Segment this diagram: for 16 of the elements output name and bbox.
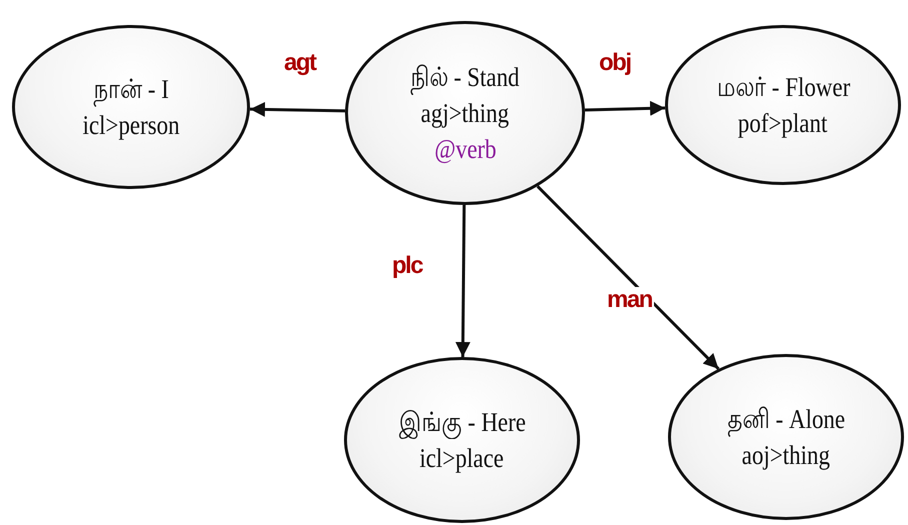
node-label: icl>place: [420, 442, 504, 475]
node-label: icl>person: [82, 109, 180, 142]
node-label: pof>plant: [738, 107, 828, 140]
arrow: [455, 204, 470, 358]
arrow: [250, 102, 346, 117]
arrow: [536, 185, 720, 370]
arrow: [584, 100, 666, 116]
node-label: இங்கு - Here: [398, 406, 526, 440]
node-label: agj>thing: [420, 97, 510, 130]
node-label: மலர் - Flower: [716, 71, 850, 104]
node-label: நான் - I: [93, 71, 169, 107]
edge-label: obj: [597, 50, 632, 76]
node-label: aoj>thing: [742, 439, 830, 472]
tag-label: @verb: [434, 133, 496, 166]
node-label: நில் - Stand: [410, 59, 520, 95]
node-label: தனி - Alone: [727, 401, 845, 437]
